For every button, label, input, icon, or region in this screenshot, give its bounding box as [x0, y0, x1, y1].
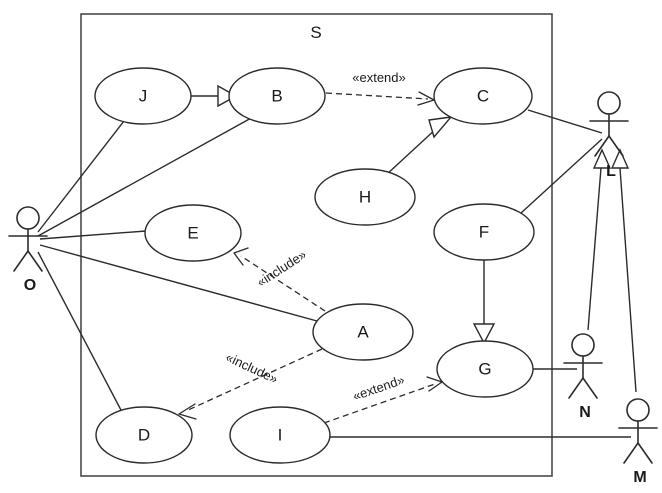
actor-n-leg-right: [582, 377, 598, 399]
generalization-f-g: [472, 260, 496, 345]
use-case-i-ellipse[interactable]: [229, 406, 331, 464]
dependency-b-c-stereotype: «extend»: [352, 70, 406, 85]
actor-o-label: O: [24, 277, 36, 294]
actor-m-head: [626, 398, 650, 422]
association-f-l: [520, 138, 603, 214]
system-boundary-label: S: [310, 23, 321, 42]
use-case-f[interactable]: F: [433, 203, 535, 261]
use-case-j-ellipse[interactable]: [94, 67, 192, 125]
actor-n[interactable]: N: [563, 333, 603, 421]
use-case-h[interactable]: H: [314, 168, 416, 226]
use-case-e-ellipse[interactable]: [144, 204, 242, 262]
use-case-c-ellipse[interactable]: [433, 67, 533, 125]
actor-o-leg-right: [27, 250, 43, 272]
actor-n-leg-left: [568, 377, 584, 399]
dependency-a-d-arrowhead: [178, 403, 197, 420]
generalization-h-c: [385, 116, 453, 176]
use-case-e-label: E: [187, 223, 198, 242]
actor-m[interactable]: M: [618, 398, 658, 486]
use-case-i-label: I: [278, 425, 283, 444]
association-o-e: [39, 230, 147, 240]
use-case-d[interactable]: D: [95, 406, 193, 464]
actor-n-head: [571, 333, 595, 357]
dependency-b-c-extend: «extend»: [325, 70, 435, 106]
association-o-j: [37, 120, 125, 233]
use-case-a-label: A: [357, 322, 369, 341]
use-case-h-label: H: [359, 187, 371, 206]
dependency-a-e-line: [240, 255, 326, 312]
dependency-i-g-extend: «extend»: [323, 372, 443, 424]
association-c-l: [527, 109, 603, 134]
system-boundary-box: [80, 13, 553, 477]
use-case-g[interactable]: G: [436, 340, 534, 398]
use-case-h-ellipse[interactable]: [314, 168, 416, 226]
actor-l-leg-right: [608, 135, 624, 157]
dependency-i-g-stereotype: «extend»: [351, 372, 406, 404]
use-case-e[interactable]: E: [144, 204, 242, 262]
actor-l-label: L: [606, 163, 616, 180]
actor-l-head: [597, 91, 621, 115]
generalization-n-l-line: [587, 167, 602, 331]
generalization-j-b: [191, 84, 238, 108]
use-case-f-label: F: [479, 222, 489, 241]
use-case-b[interactable]: B: [228, 67, 326, 125]
use-case-b-label: B: [271, 86, 282, 105]
association-o-b: [37, 116, 254, 237]
dependency-a-d-line: [185, 348, 323, 412]
actor-o-head: [16, 206, 40, 230]
actor-n-label: N: [579, 404, 591, 421]
dependency-b-c-line: [325, 92, 429, 100]
generalization-m-l-line: [619, 167, 637, 393]
use-case-g-label: G: [478, 359, 491, 378]
use-case-c[interactable]: C: [433, 67, 533, 125]
actor-m-leg-right: [637, 442, 653, 464]
use-case-f-ellipse[interactable]: [433, 203, 535, 261]
actor-o-leg-left: [13, 250, 29, 272]
use-case-d-ellipse[interactable]: [95, 406, 193, 464]
generalization-n-l-arrowhead: [592, 148, 612, 169]
actor-o[interactable]: O: [8, 206, 48, 294]
dependency-a-d-stereotype: «include»: [224, 349, 281, 386]
dependency-a-e-arrowhead: [233, 247, 249, 266]
use-case-g-ellipse[interactable]: [436, 340, 534, 398]
generalization-f-g-arrowhead: [472, 323, 496, 345]
actor-m-label: M: [633, 469, 646, 486]
generalization-m-l-arrowhead: [610, 148, 630, 169]
actor-l-leg-left: [594, 135, 610, 157]
association-o-a: [39, 244, 318, 322]
association-o-d: [37, 251, 123, 413]
use-case-d-label: D: [138, 425, 150, 444]
use-case-j[interactable]: J: [94, 67, 192, 125]
use-case-i[interactable]: I: [229, 406, 331, 464]
generalization-n-l: [587, 148, 612, 331]
use-case-c-label: C: [477, 86, 489, 105]
association-lines: [37, 109, 631, 438]
use-case-j-label: J: [139, 86, 148, 105]
use-case-a[interactable]: A: [312, 303, 414, 361]
generalization-h-c-arrowhead: [428, 116, 453, 139]
dependency-a-d-include: «include»: [178, 348, 323, 420]
use-case-a-ellipse[interactable]: [312, 303, 414, 361]
generalization-j-b-arrowhead: [217, 84, 238, 108]
generalization-h-c-line: [385, 127, 438, 176]
actor-l[interactable]: L: [589, 91, 629, 180]
use-case-b-ellipse[interactable]: [228, 67, 326, 125]
actor-m-leg-left: [623, 442, 639, 464]
generalization-m-l: [610, 148, 637, 393]
